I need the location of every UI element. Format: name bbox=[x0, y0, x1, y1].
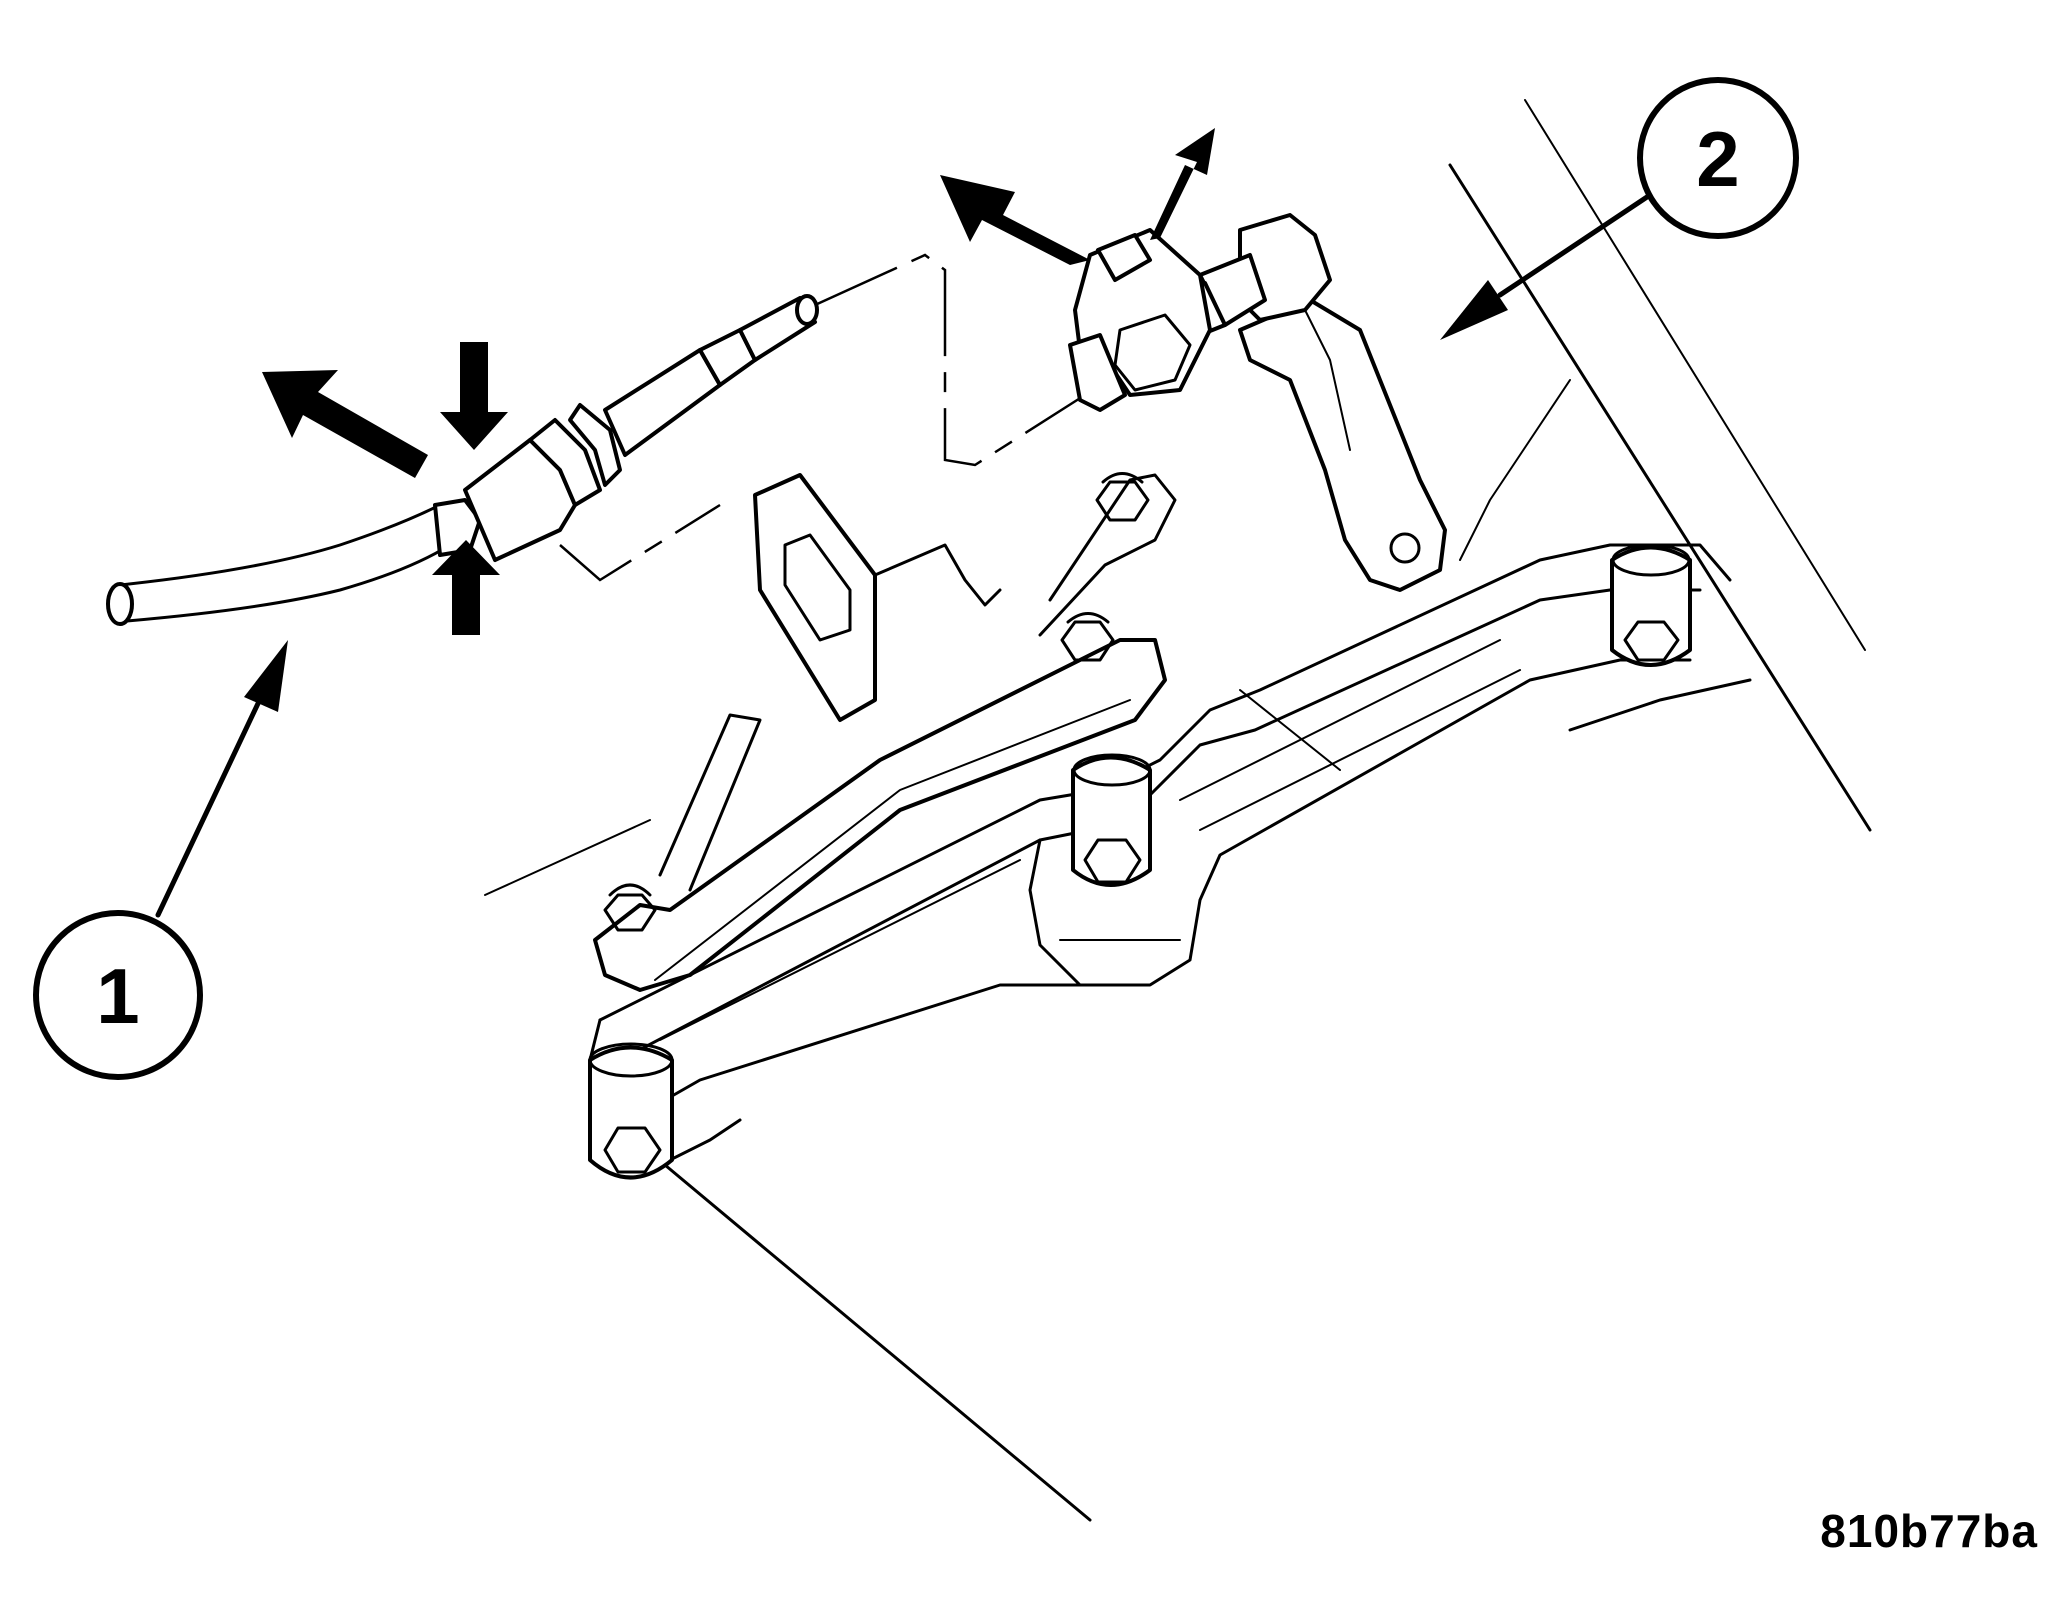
leader-arrow-2 bbox=[1440, 192, 1653, 340]
support-bracket bbox=[593, 473, 1177, 992]
flange-bolt bbox=[1610, 543, 1692, 667]
bracket-bolt bbox=[1060, 612, 1115, 662]
alignment-dashed-line bbox=[559, 253, 1086, 582]
callout-1: 1 bbox=[33, 910, 203, 1080]
flange-bolt bbox=[588, 1042, 674, 1180]
flange-bolt bbox=[1071, 753, 1152, 887]
squeeze-arrow bbox=[440, 342, 508, 450]
leader-arrow-1 bbox=[155, 640, 288, 918]
transmission-case-outline bbox=[484, 99, 1872, 896]
pull-direction-arrow bbox=[262, 370, 428, 478]
disconnect-arrow bbox=[940, 175, 1090, 265]
shift-lever bbox=[1238, 298, 1447, 592]
disconnect-arrow bbox=[1150, 128, 1215, 240]
cable-end-fitting bbox=[1068, 213, 1332, 412]
squeeze-arrow bbox=[432, 540, 500, 635]
callout-2-number: 2 bbox=[1696, 115, 1739, 203]
bracket-bolt bbox=[1095, 472, 1150, 522]
bracket-bolt bbox=[603, 883, 657, 932]
valve-body-flange bbox=[588, 543, 1732, 1522]
shift-cable bbox=[106, 294, 819, 626]
figure-code: 810b77ba bbox=[1820, 1505, 2038, 1557]
callout-1-number: 1 bbox=[96, 952, 139, 1040]
cable-bracket bbox=[753, 473, 1002, 722]
callout-2: 2 bbox=[1637, 77, 1799, 239]
